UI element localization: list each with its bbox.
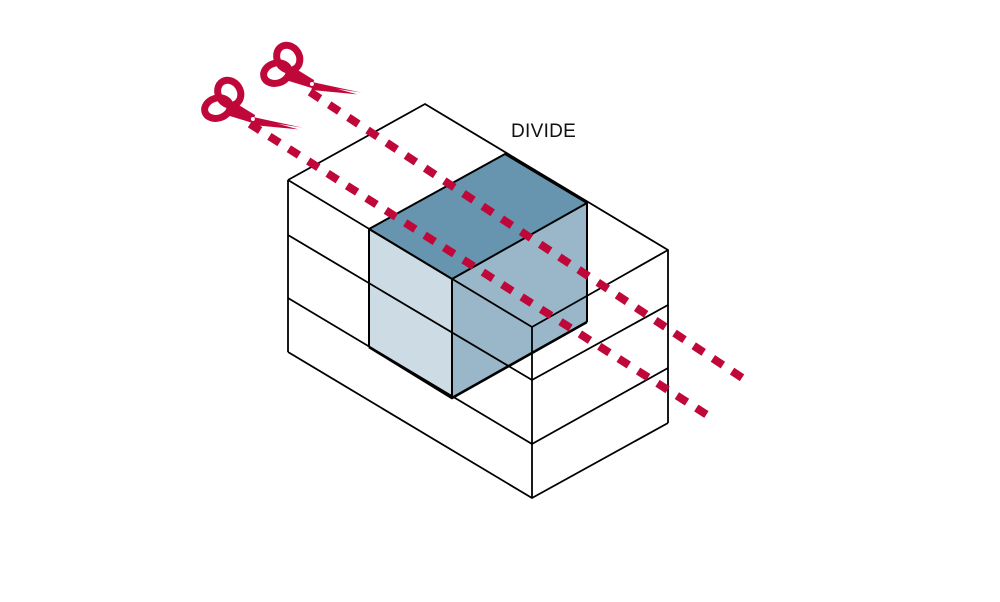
cube-left-face [369, 229, 452, 398]
divide-label: DIVIDE [511, 121, 577, 142]
cube-outline [368, 153, 588, 400]
scissors-icon [260, 39, 364, 94]
cube-top-face [369, 154, 587, 279]
scissors-icon [201, 74, 305, 129]
cut-line-upper [307, 88, 753, 387]
cut-lines [247, 88, 753, 422]
cube-right-face [452, 203, 587, 398]
